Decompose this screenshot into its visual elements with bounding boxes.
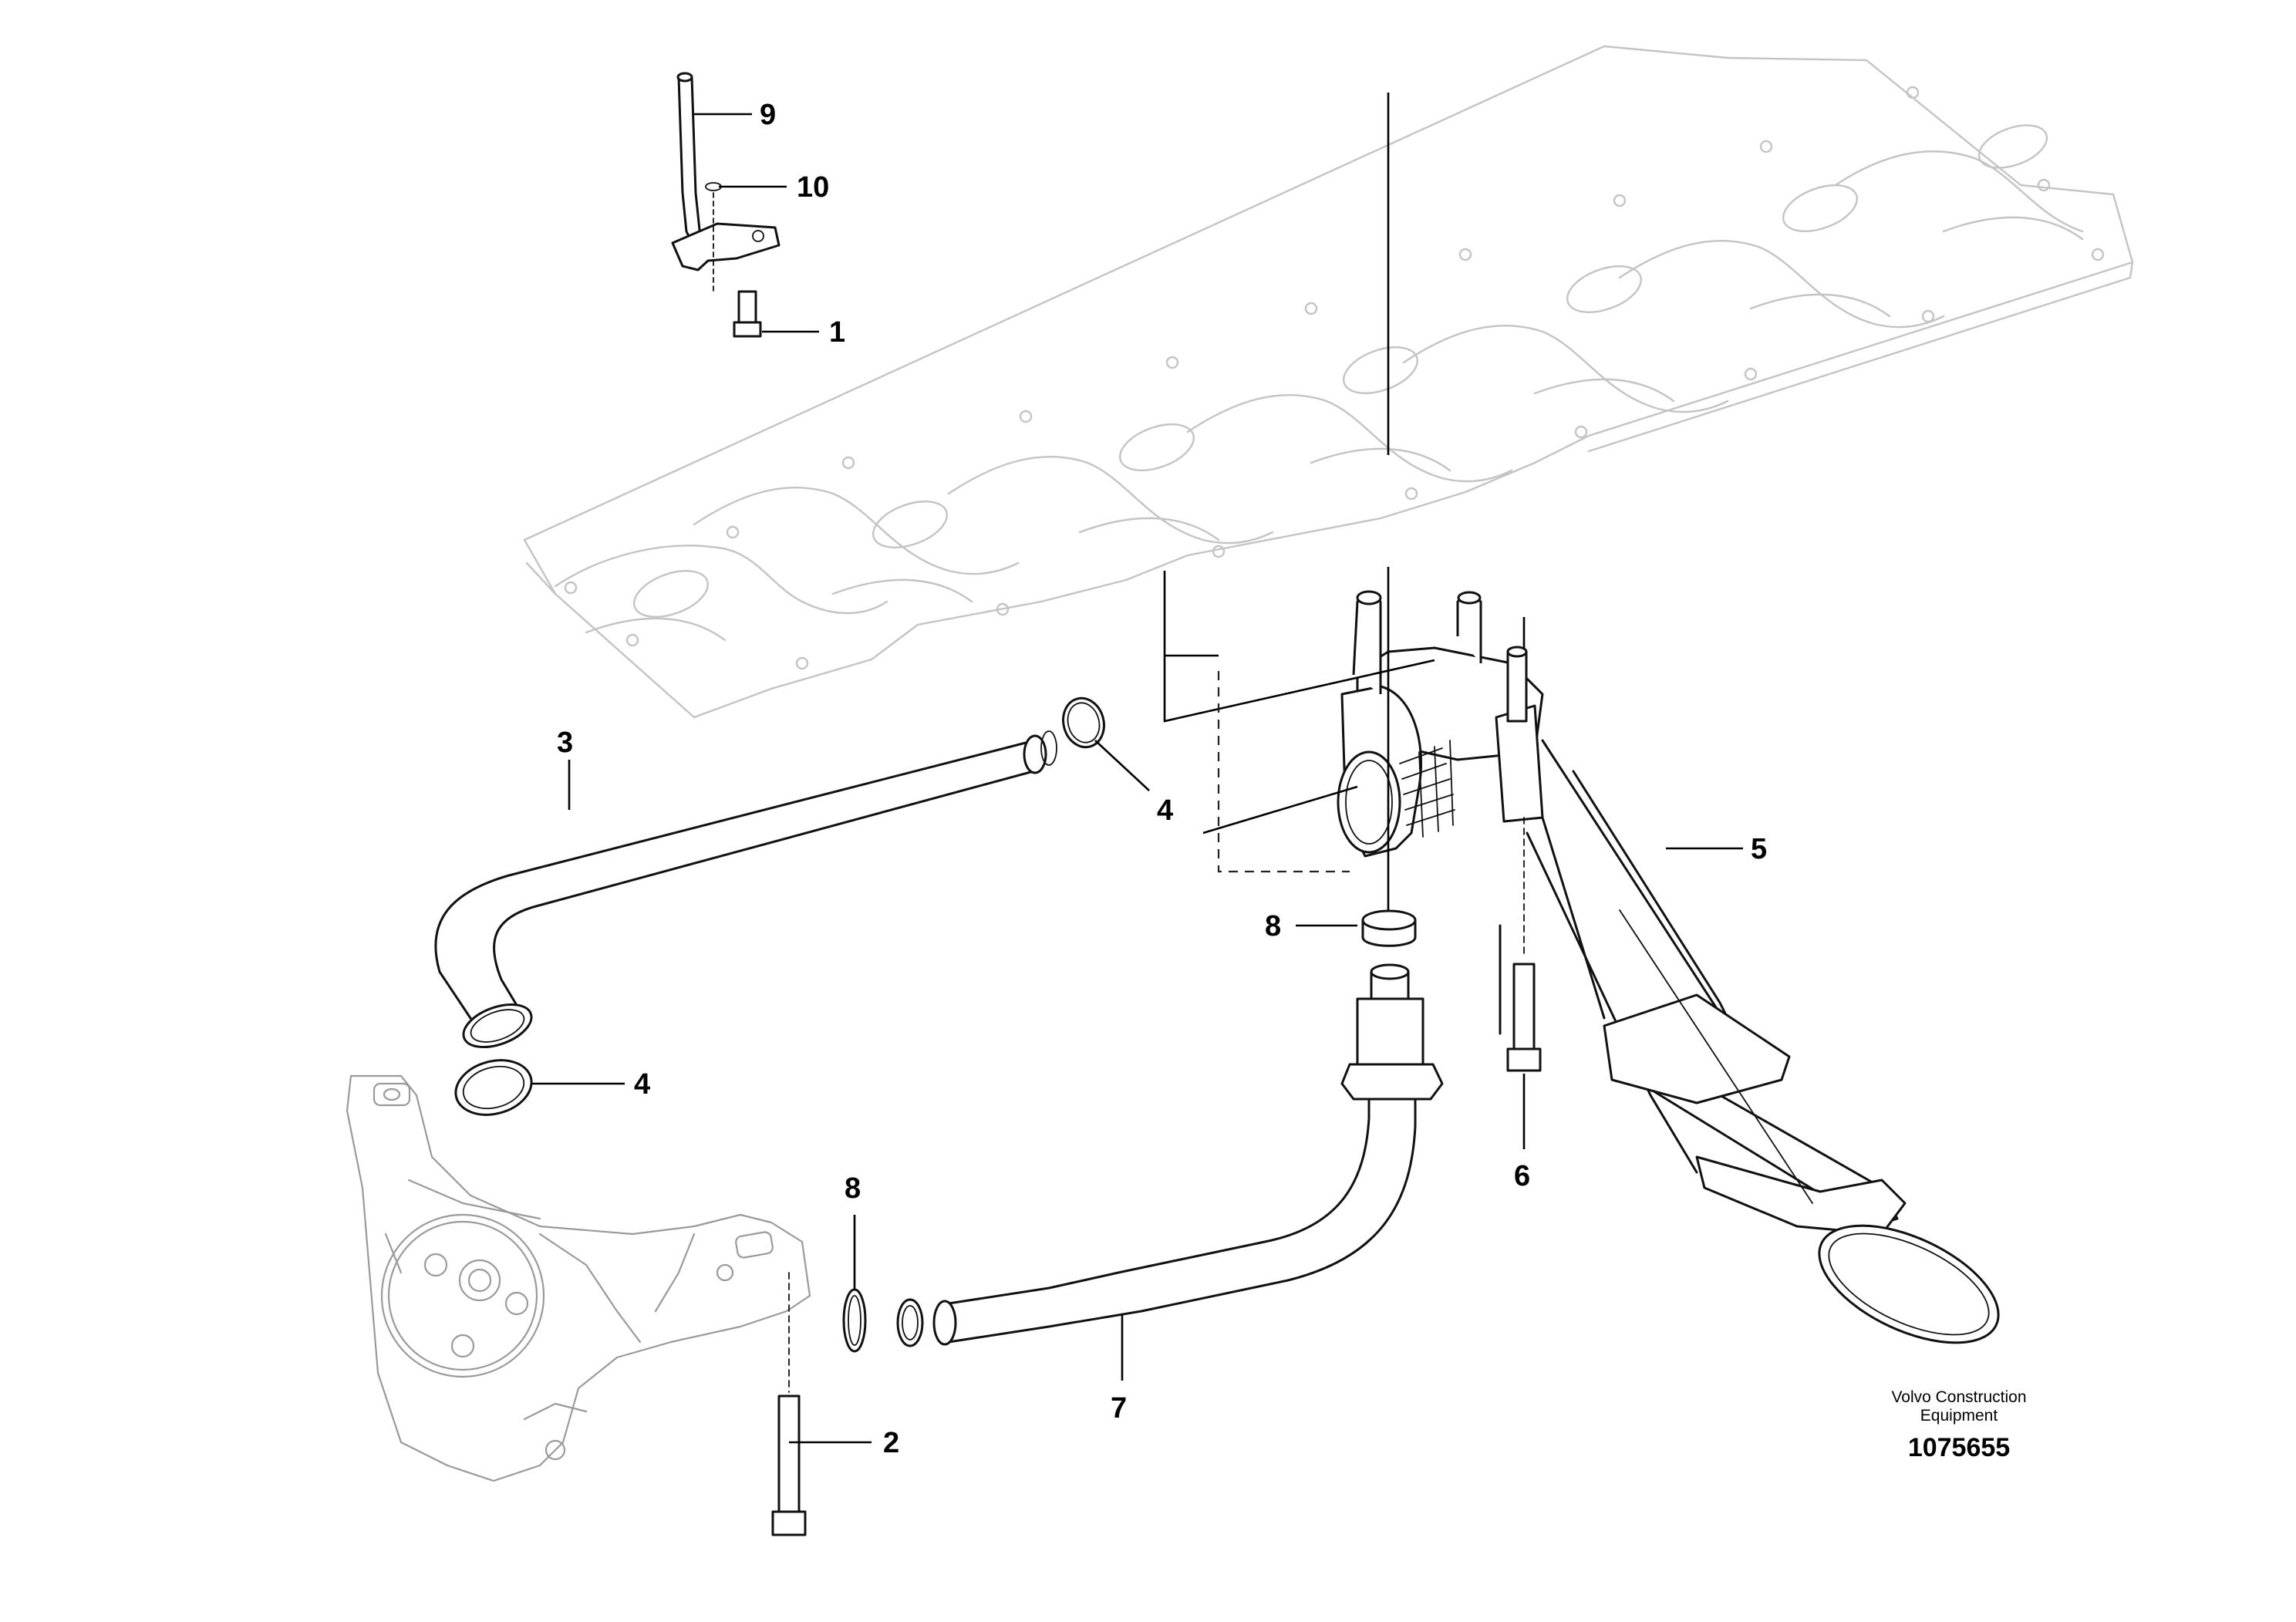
callout-4-upper: 4 [1157, 794, 1173, 827]
dipstick-tube-assembly [671, 72, 781, 338]
callout-8-lower: 8 [845, 1172, 861, 1205]
suction-pipe [434, 730, 1057, 1048]
bolt-strainer [1506, 646, 1542, 1072]
brand-line-1: Volvo Construction [1891, 1388, 2026, 1406]
oil-pump [346, 1074, 811, 1482]
gasket-bolt-holes [564, 86, 2105, 670]
delivery-pipe [896, 963, 1444, 1347]
callout-10: 10 [797, 171, 829, 204]
callout-7: 7 [1111, 1392, 1127, 1425]
footer-block: Volvo Construction Equipment 1075655 [1891, 1388, 2026, 1462]
strainer-screen [1818, 1224, 2000, 1344]
callout-2: 2 [883, 1427, 899, 1459]
callout-4-lower: 4 [634, 1068, 650, 1101]
o-ring-lower [454, 1059, 533, 1116]
brand-line-2: Equipment [1920, 1407, 1998, 1425]
callout-1: 1 [829, 316, 845, 349]
callout-leaders [532, 113, 1743, 1444]
callout-labels: 1 2 3 4 4 5 6 7 8 8 9 10 [557, 99, 1767, 1459]
document-number: 1075655 [1908, 1433, 2010, 1462]
bolt-pump [771, 1272, 807, 1536]
oil-strainer [1337, 590, 1907, 1236]
callout-5: 5 [1751, 833, 1767, 865]
assembly-lines [1163, 93, 1526, 910]
callout-6: 6 [1514, 1160, 1530, 1192]
callout-3: 3 [557, 727, 573, 759]
o-ring-upper [1062, 696, 1105, 749]
seal-ring-upper [1361, 909, 1417, 947]
callout-8-upper: 8 [1265, 910, 1281, 943]
gasket-cutouts [554, 150, 2084, 642]
callout-9: 9 [760, 99, 776, 131]
seal-ring-lower [842, 1288, 867, 1353]
oil-pan-gasket [523, 45, 2134, 719]
